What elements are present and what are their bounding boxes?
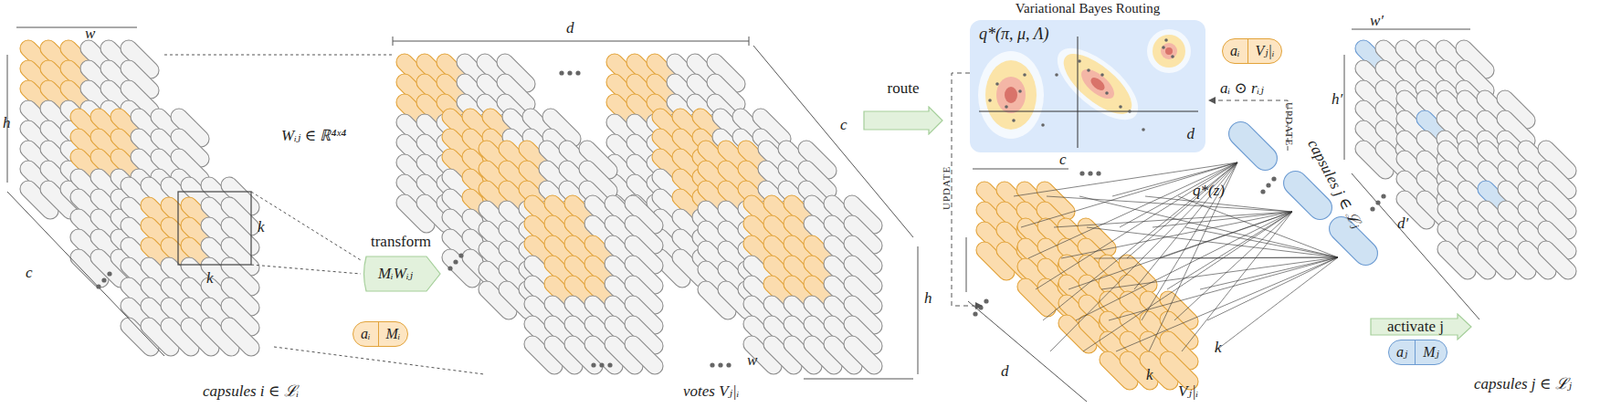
dimension-label: UPDATE [940,166,952,211]
arrow-shape [863,105,944,136]
capsule-pose-pill: aᵢMᵢ [352,321,409,348]
dimension-label: k [1214,339,1222,358]
dimension-label: aᵢ ⊙ rᵢⱼ [1220,80,1264,98]
dimension-label: d [566,20,575,38]
dimension-label: capsules i ∈ ℒᵢ [202,383,299,401]
node-text: aⱼ [1389,340,1416,365]
dimension-label: UPDATE [1284,102,1295,147]
node-text: q*(π, μ, Λ) [978,25,1050,44]
route-arrow: route [863,105,944,136]
node-text: aᵢ [1222,39,1249,64]
node-text: d [1187,126,1196,144]
capsule-pose-pill: aⱼMⱼ [1388,339,1448,366]
dimension-label: d′ [1397,215,1409,233]
node-text: Mⱼ [1415,340,1447,365]
dimension-label: h′ [1331,91,1343,109]
capsule [1534,237,1579,283]
dimension-label: h [2,115,11,133]
node-text: Vⱼ|ᵢ [1248,39,1283,64]
dimension-label: Wᵢⱼ ∈ ℝ⁴ˣ⁴ [281,127,347,146]
dimension-label: w [84,25,95,43]
vote-pill: aᵢVⱼ|ᵢ [1221,38,1283,64]
dimension-label: w [747,352,758,370]
dimension-label: k [206,270,214,288]
routing-panel: Variational Bayes Routingq*(π, μ, Λ)d [969,20,1206,153]
dimension-label: w′ [1369,12,1384,31]
capsule [621,332,666,378]
activate-arrow: activate j [1369,313,1473,341]
dimension-label: d [1000,363,1010,381]
capsule [840,332,885,378]
node-text: Variational Bayes Routing [969,0,1206,17]
transform-arrow: transformMᵢWᵢⱼ [360,255,442,293]
dimension-label: q*(z) [1192,182,1225,200]
dimension-label: k [1146,367,1154,385]
node-text: route [863,80,944,98]
dimension-label: Vⱼ|ᵢ [1178,383,1199,401]
node-text: activate j [1369,318,1462,337]
dimension-label: votes Vⱼ|ᵢ [683,383,739,401]
node-text: transform [360,233,442,252]
node-text: aᵢ [353,322,379,347]
dimension-label: k [257,219,265,237]
capsule [1223,116,1283,176]
dimension-label: c [25,264,33,283]
dimension-label: h [924,290,933,308]
node-text: MᵢWᵢⱼ [360,265,431,284]
node-text: Mᵢ [378,322,409,347]
dimension-label: c [840,116,848,135]
capsule [217,314,263,359]
dimension-label: capsules j ∈ ℒⱼ [1473,376,1572,394]
dimension-label: c [1059,151,1067,169]
